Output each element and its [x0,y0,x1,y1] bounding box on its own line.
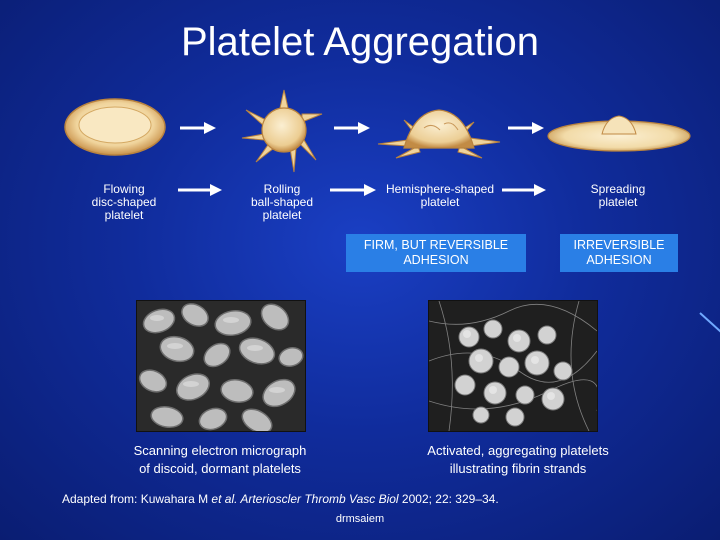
arrow-icon [502,184,546,196]
decorative-line [699,312,720,334]
arrow-icon [334,122,370,134]
rolling-platelet-illustration [241,89,323,173]
citation: Adapted from: Kuwahara M et al. Arterios… [62,492,499,506]
irreversible-adhesion-box: IRREVERSIBLE ADHESION [560,234,678,272]
left-micrograph-caption: Scanning electron micrograph of discoid,… [133,443,307,476]
stage-label-rolling: Rolling ball-shaped platelet [250,182,314,222]
right-micrograph-caption: Activated, aggregating platelets illustr… [427,443,609,476]
arrow-icon [330,184,376,196]
discoid-platelets-micrograph [136,300,306,432]
author-credit: drmsaiem [335,513,385,525]
arrow-icon [178,184,222,196]
disc-platelet-illustration [64,98,166,156]
slide-title: Platelet Aggregation [180,20,540,64]
stage-label-flowing: Flowing disc-shaped platelet [91,182,157,222]
aggregating-platelets-micrograph [428,300,598,432]
spreading-platelet-illustration [547,115,691,152]
arrow-icon [180,122,216,134]
stage-label-spreading: Spreading platelet [590,182,646,209]
reversible-adhesion-box: FIRM, BUT REVERSIBLE ADHESION [346,234,526,272]
arrow-icon [508,122,544,134]
stage-label-hemisphere: Hemisphere-shaped platelet [385,182,495,209]
hemisphere-platelet-illustration [377,109,501,159]
